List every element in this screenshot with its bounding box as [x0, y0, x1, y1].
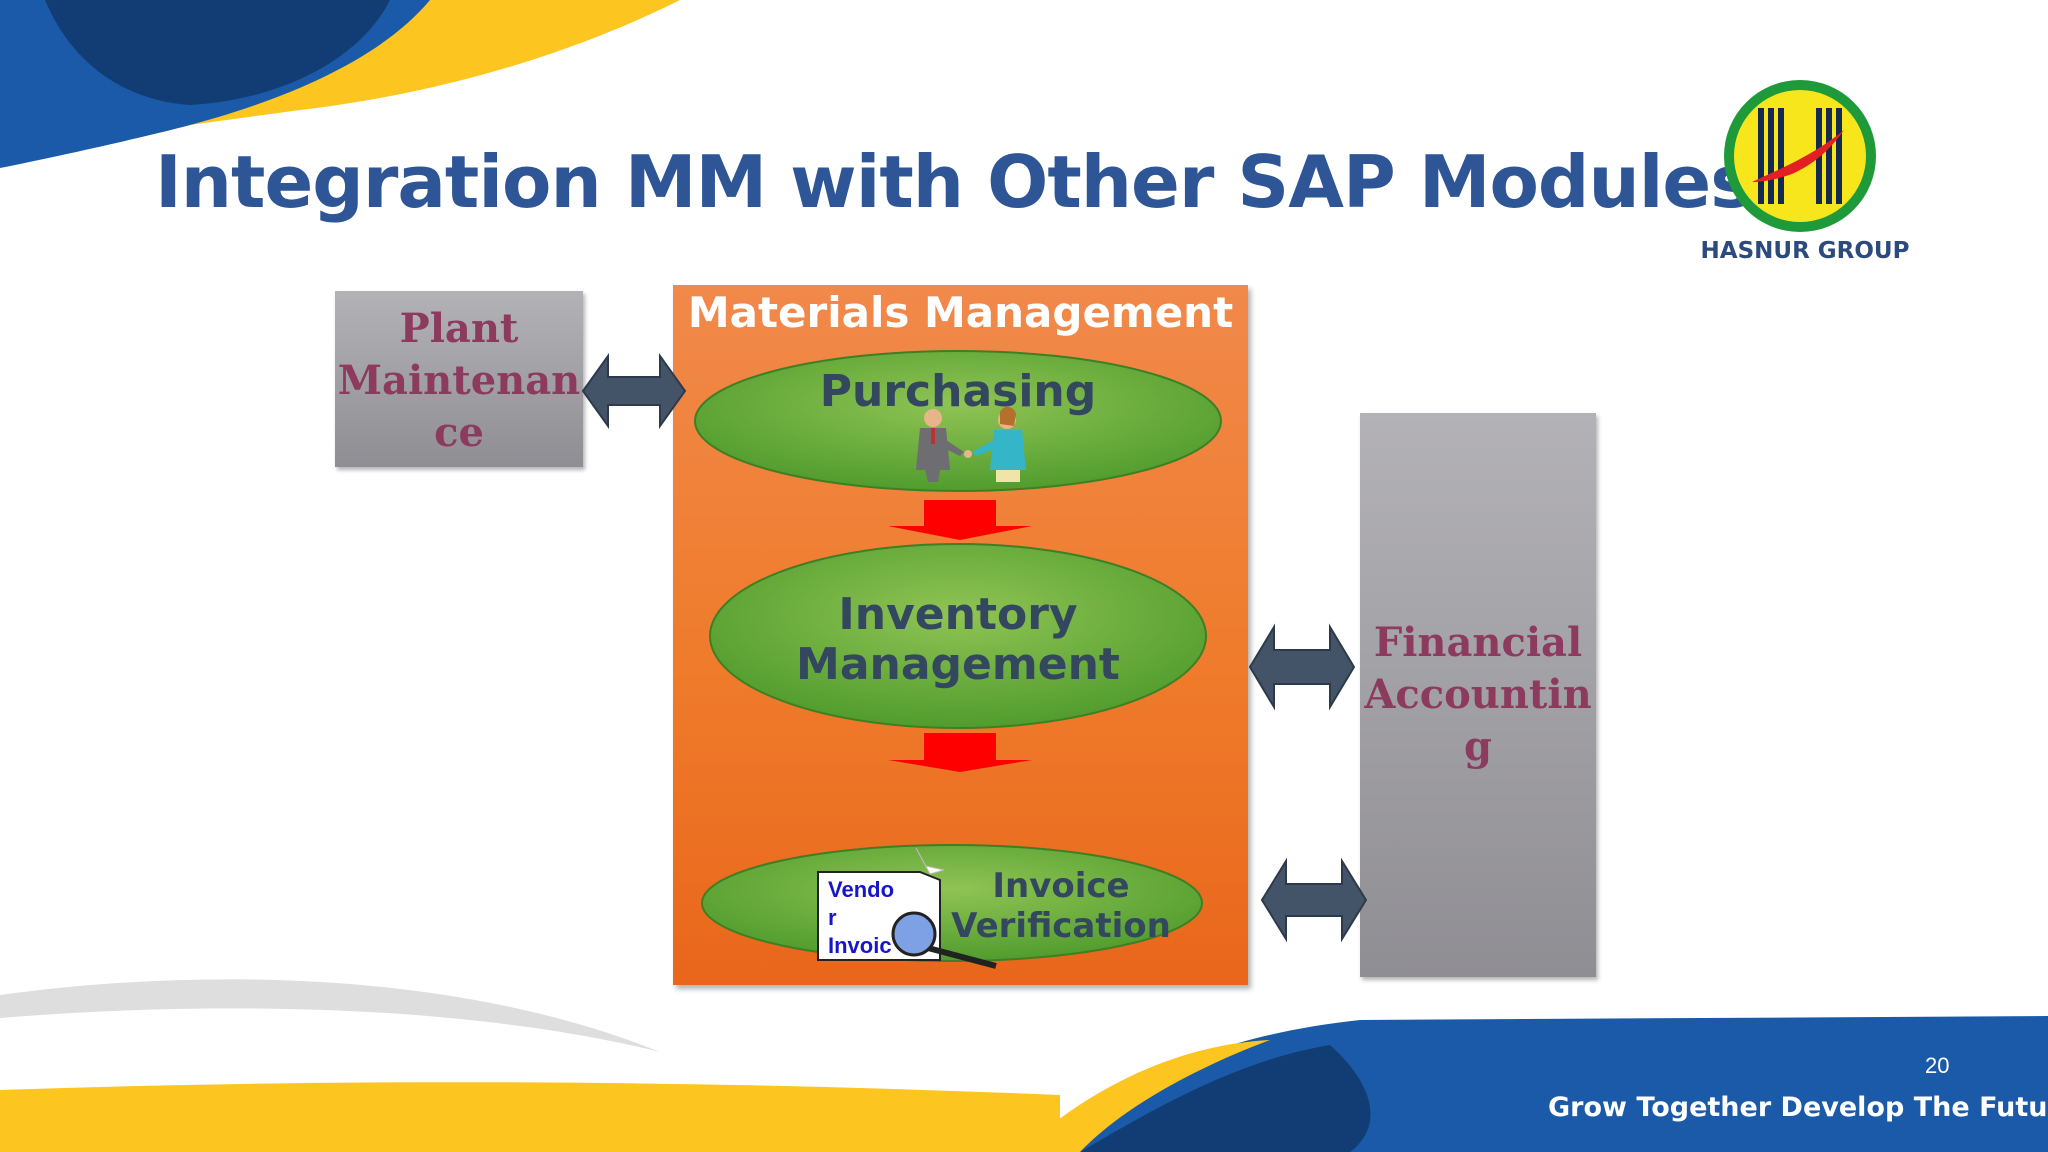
- handshake-icon: [916, 406, 1026, 482]
- plant-maintenance-line-3: ce: [434, 409, 484, 456]
- hasnur-logo-icon: [1724, 80, 1876, 232]
- top-navy-wave: [45, 0, 390, 105]
- purchasing-ellipse: [694, 350, 1222, 492]
- down-arrow-1: [888, 500, 1032, 540]
- slide-title: Integration MM with Other SAP Modules: [155, 140, 1753, 224]
- double-arrow-inventory-fi: [1248, 623, 1356, 711]
- vendor-invoice-line-1: Vendo: [828, 877, 895, 902]
- financial-accounting-line-3: g: [1464, 723, 1492, 770]
- vendor-invoice-line-2: r: [828, 905, 837, 930]
- footer-slogan: Grow Together Develop The Future: [1548, 1092, 2048, 1123]
- inventory-label: Inventory Management: [710, 590, 1206, 690]
- plant-maintenance-box: Plant Maintenan ce: [335, 291, 583, 467]
- double-arrow-invoice-fi: [1260, 857, 1368, 943]
- invoice-label-line-2: Verification: [951, 906, 1171, 946]
- bottom-yellow-band: [0, 1082, 1060, 1152]
- purchasing-label: Purchasing: [819, 366, 1097, 417]
- plant-maintenance-line-2: Maintenan: [337, 357, 581, 404]
- financial-accounting-box: Financial Accountin g: [1360, 413, 1596, 977]
- inventory-label-line-1: Inventory: [838, 589, 1078, 640]
- down-arrow-2: [888, 733, 1032, 772]
- bottom-navy-accent: [1080, 1045, 1371, 1152]
- magnifier-icon: [891, 911, 997, 969]
- bottom-gray-swoosh: [0, 979, 660, 1052]
- vendor-invoice-text: Vendo r Invoic: [828, 876, 936, 958]
- inventory-ellipse: [709, 543, 1207, 729]
- double-arrow-plant-mm: [581, 352, 687, 430]
- invoice-label: Invoice Verification: [948, 866, 1174, 946]
- financial-accounting-line-2: Accountin: [1364, 671, 1592, 718]
- plant-maintenance-line-1: Plant: [399, 305, 519, 352]
- inventory-label-line-2: Management: [796, 639, 1120, 690]
- bottom-yellow-accent: [1020, 1040, 1270, 1152]
- financial-accounting-line-1: Financial: [1373, 619, 1583, 666]
- logo-text: HASNUR GROUP: [1700, 238, 1910, 264]
- materials-management-title: Materials Management: [687, 288, 1234, 337]
- invoice-label-line-1: Invoice: [992, 866, 1130, 906]
- vendor-invoice-line-3: Invoic: [828, 933, 892, 958]
- page-number: 20: [1925, 1053, 1950, 1078]
